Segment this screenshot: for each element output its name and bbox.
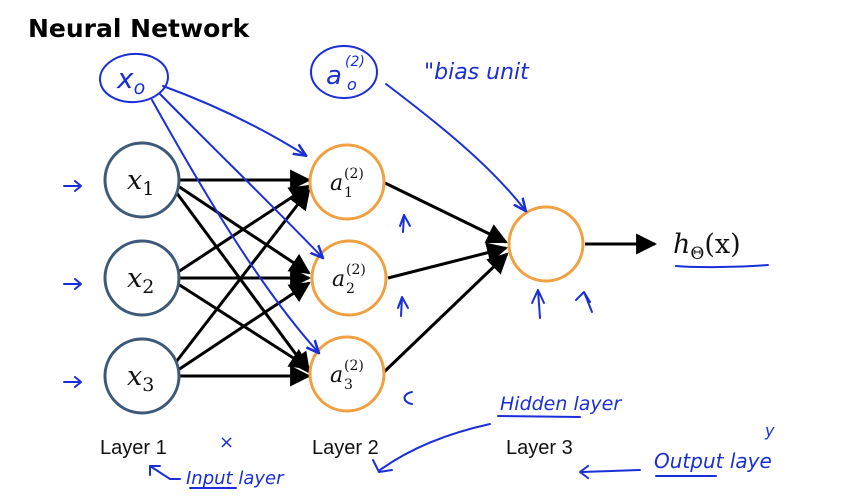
layer-2-label: Layer 2: [312, 437, 379, 459]
hidden-layer-note: Hidden layer: [500, 393, 622, 415]
svg-text:xo: xo: [116, 62, 145, 99]
bias-input-unit: xo: [99, 52, 169, 104]
edge-x2-a1: [177, 184, 311, 274]
handwritten-annotations: xo a (2) o "bias unit Hidden layer: [63, 45, 775, 489]
svg-text:x3: x3: [127, 361, 154, 396]
input-node-x1: x1: [103, 141, 181, 219]
svg-text:(2): (2): [344, 358, 364, 374]
edge-x3-a1: [174, 188, 311, 363]
input-to-hidden-edges: [174, 169, 312, 387]
bias-unit-note: "bias unit: [424, 60, 530, 85]
hidden-layer-arrowhead: [372, 459, 393, 473]
output-layer-note: Output laye: [654, 449, 772, 473]
caret-a1: [399, 214, 411, 233]
svg-text:1: 1: [344, 185, 353, 201]
svg-text:x2: x2: [127, 263, 154, 298]
svg-text:(2): (2): [344, 166, 364, 182]
bias-arrow-a2: [159, 93, 322, 257]
bias-arrow-output: [385, 83, 525, 210]
hidden-layer-arrow: [379, 423, 491, 471]
page-title: Neural Network: [28, 14, 251, 43]
svg-text:o: o: [347, 75, 357, 94]
hypothesis-underline: [675, 264, 769, 269]
svg-text:a: a: [326, 61, 342, 91]
bias-arrow-a3: [151, 99, 318, 352]
layer-3-label: Layer 3: [506, 437, 573, 459]
svg-text:a: a: [330, 363, 343, 388]
edge-x1-a3: [174, 191, 311, 374]
hidden-to-output-edges: [382, 181, 658, 374]
caret-a3: [403, 391, 413, 405]
svg-text:hΘ(x): hΘ(x): [673, 229, 741, 264]
input-layer: x1 x2 x3: [103, 141, 181, 415]
hidden-layer-underline: [497, 415, 581, 418]
input-layer-note: Input layer: [186, 468, 285, 489]
svg-text:(2): (2): [346, 262, 366, 278]
bias-hidden-unit: a (2) o: [310, 45, 378, 99]
input-node-x2: x2: [103, 239, 181, 317]
caret-a2: [397, 296, 409, 317]
svg-text:a: a: [332, 267, 345, 292]
hidden-node-a1: a (2) 1: [308, 143, 386, 221]
output-layer-arrow: [579, 465, 641, 479]
svg-text:(2): (2): [345, 54, 365, 70]
cross-mark: ×: [219, 432, 234, 453]
input-arrow-1: [63, 180, 82, 192]
input-arrow-2: [63, 278, 82, 290]
bias-arrow-a1: [162, 85, 305, 155]
caret-out-1: [531, 289, 545, 319]
input-node-x3: x3: [103, 337, 181, 415]
input-layer-arrow: [149, 465, 181, 480]
caret-out-2: [575, 291, 593, 313]
hidden-node-a3: a (2) 3: [308, 335, 386, 413]
svg-text:x1: x1: [127, 165, 154, 200]
hidden-node-a2: a (2) 2: [310, 239, 388, 317]
svg-text:2: 2: [346, 281, 355, 297]
output-y-mark: y: [764, 421, 775, 440]
edge-a1-out: [384, 181, 508, 244]
edge-a3-out: [382, 252, 509, 374]
edge-x3-a2: [177, 281, 311, 372]
input-arrow-3: [63, 376, 82, 388]
hypothesis-label: hΘ(x): [673, 229, 769, 269]
output-node: [507, 205, 585, 283]
layer-1-label: Layer 1: [100, 437, 167, 459]
hidden-layer: a (2) 1 a (2) 2 a (2) 3: [308, 143, 388, 413]
svg-text:3: 3: [344, 377, 353, 393]
svg-text:a: a: [330, 171, 343, 196]
